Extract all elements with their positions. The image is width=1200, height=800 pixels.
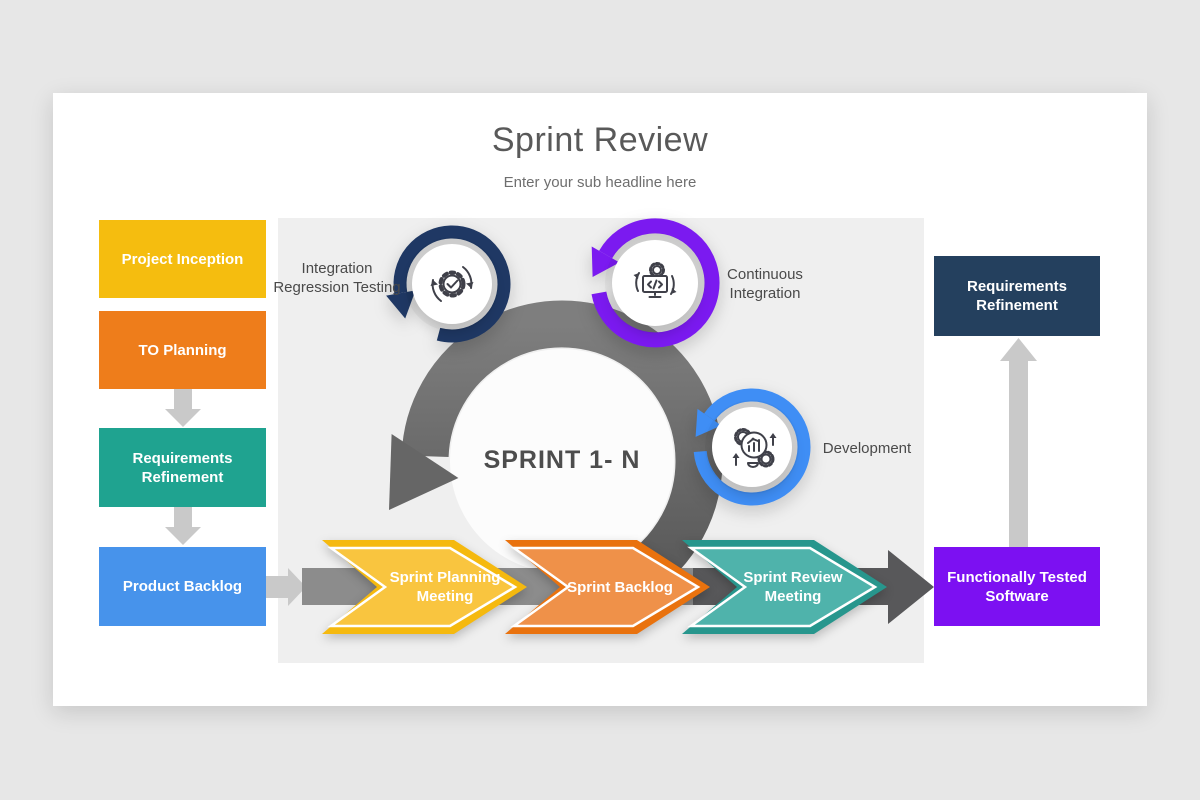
sprint-center-label: SPRINT 1- N [483,446,641,474]
continuous-integration-ring [591,218,720,348]
continuous-integration-node-circle [612,240,698,326]
left-flow-arrow-1 [165,389,201,427]
right-flow-up-arrow [1000,338,1037,547]
chevron-sprint-review-meeting [682,540,887,634]
box-functionally-tested-software: Functionally Tested Software [934,547,1100,626]
chevron-sprint-backlog [505,540,710,634]
chevron-label-sprint-backlog: Sprint Backlog [567,578,673,596]
box-product-backlog: Product Backlog [99,547,266,626]
box-requirements-refinement-left: Requirements Refinement [99,428,266,507]
left-flow-arrow-2 [165,507,201,545]
box-requirements-refinement-right: Requirements Refinement [934,256,1100,336]
testing-label: Integration Regression Testing [273,260,401,296]
box-project-inception: Project Inception [99,220,266,298]
development-gears-icon [732,428,777,468]
development-label: Development [822,440,912,457]
page-subtitle: Enter your sub headline here [503,174,697,191]
development-node-circle [712,407,792,487]
development-ring [693,388,811,506]
slide: Sprint Review Enter your sub headline he… [53,93,1147,706]
chevron-label-sprint-review: Sprint Review Meeting [743,569,843,605]
continuous-integration-label: Continuous Integration [727,266,803,302]
testing-ring [386,225,511,343]
chevron-label-sprint-planning: Sprint Planning Meeting [389,569,501,605]
code-integration-icon [633,262,677,298]
box-to-planning: TO Planning [99,311,266,389]
page-title: Sprint Review [491,121,709,159]
chevron-sprint-planning-meeting [322,540,527,634]
testing-node-circle [412,244,492,324]
testing-cycle-icon [430,266,474,302]
